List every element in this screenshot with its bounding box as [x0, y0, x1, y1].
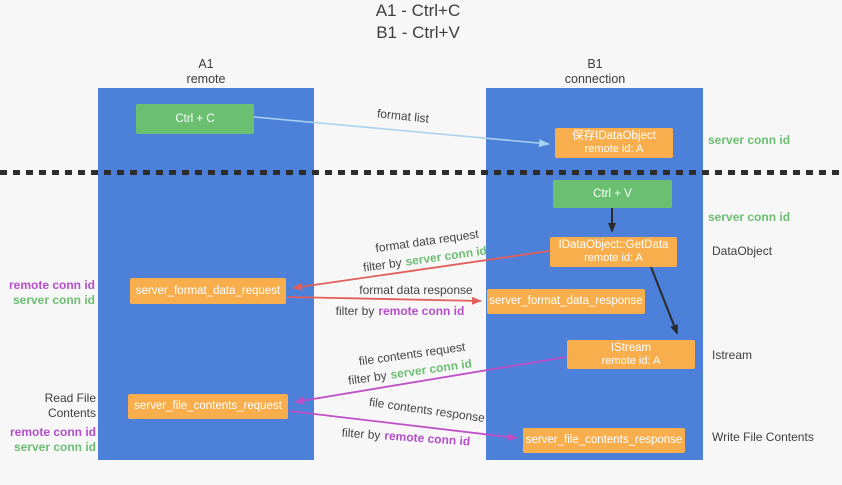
lane-b1-name: B1 — [587, 57, 603, 71]
dataobject-label: DataObject — [712, 244, 773, 258]
lane-a1-role: remote — [186, 72, 226, 86]
node-save-idataobject: 保存IDataObject remote id: A — [555, 128, 673, 158]
node-ctrl-v: Ctrl + V — [553, 180, 672, 208]
title-line-a1: A1 - Ctrl+C — [375, 1, 461, 20]
lane-a1-name: A1 — [198, 57, 214, 71]
left-format-conn-ids: remote conn id server conn id — [0, 278, 95, 308]
filter-remote-conn-id-1: remote conn id — [378, 304, 465, 318]
left-file-conn-ids: Read File Contents remote conn id server… — [0, 391, 96, 455]
file-request-label: server_file_contents_request — [134, 400, 282, 412]
getdata-line2: remote id: A — [584, 252, 643, 264]
lane-header-b1: B1 connection — [545, 57, 645, 87]
file-response-label: server_file_contents_response — [525, 434, 683, 446]
save-idataobject-line2: remote id: A — [584, 143, 644, 155]
write-file-contents-label: Write File Contents — [712, 430, 814, 444]
ctrl-v-label: Ctrl + V — [593, 187, 632, 200]
diagram-title: A1 - Ctrl+C B1 - Ctrl+V — [0, 0, 836, 44]
istream-side-label: Istream — [712, 348, 753, 362]
node-istream: IStream remote id: A — [567, 340, 695, 369]
getdata-line1: IDataObject::GetData — [558, 239, 669, 251]
format-data-response-arrow — [286, 296, 482, 305]
filter-remote-conn-id-2: remote conn id — [383, 428, 471, 449]
save-idataobject-line1: 保存IDataObject — [572, 130, 656, 142]
lane-b1-role: connection — [564, 72, 626, 86]
lane-header-a1: A1 remote — [156, 57, 256, 87]
format-list-label: format list — [376, 106, 430, 126]
format-data-response-label: format data response — [359, 283, 473, 297]
node-ctrl-c: Ctrl + C — [136, 104, 254, 134]
node-idataobject-getdata: IDataObject::GetData remote id: A — [550, 237, 677, 267]
node-server-file-contents-response: server_file_contents_response — [523, 428, 685, 453]
right-server-conn-id-top: server conn id — [708, 133, 791, 147]
filter-by-text-3: filter by — [347, 368, 388, 388]
right-server-conn-id-mid: server conn id — [708, 210, 791, 224]
istream-line2: remote id: A — [601, 354, 661, 367]
node-server-file-contents-request: server_file_contents_request — [128, 394, 288, 419]
dotted-separator-line — [0, 170, 842, 175]
filter-by-text-4: filter by — [341, 425, 381, 443]
left-format-remote-conn-id: remote conn id — [8, 278, 95, 292]
left-format-server-conn-id: server conn id — [12, 293, 95, 307]
node-server-format-data-request: server_format_data_request — [130, 278, 286, 304]
filter-by-text-1: filter by — [362, 255, 403, 275]
left-file-server-conn-id: server conn id — [13, 440, 96, 454]
format-request-label: server_format_data_request — [135, 284, 281, 297]
istream-line1: IStream — [610, 341, 652, 354]
filter-by-text-2: filter by — [335, 304, 375, 318]
ctrl-c-label: Ctrl + C — [175, 112, 215, 125]
left-file-remote-conn-id: remote conn id — [9, 425, 96, 439]
read-file-contents-label: Read File Contents — [44, 391, 96, 420]
node-server-format-data-response: server_format_data_response — [487, 289, 645, 314]
file-contents-response-label: file contents response — [368, 394, 486, 426]
format-response-label: server_format_data_response — [489, 295, 643, 307]
title-line-b1: B1 - Ctrl+V — [376, 23, 460, 42]
